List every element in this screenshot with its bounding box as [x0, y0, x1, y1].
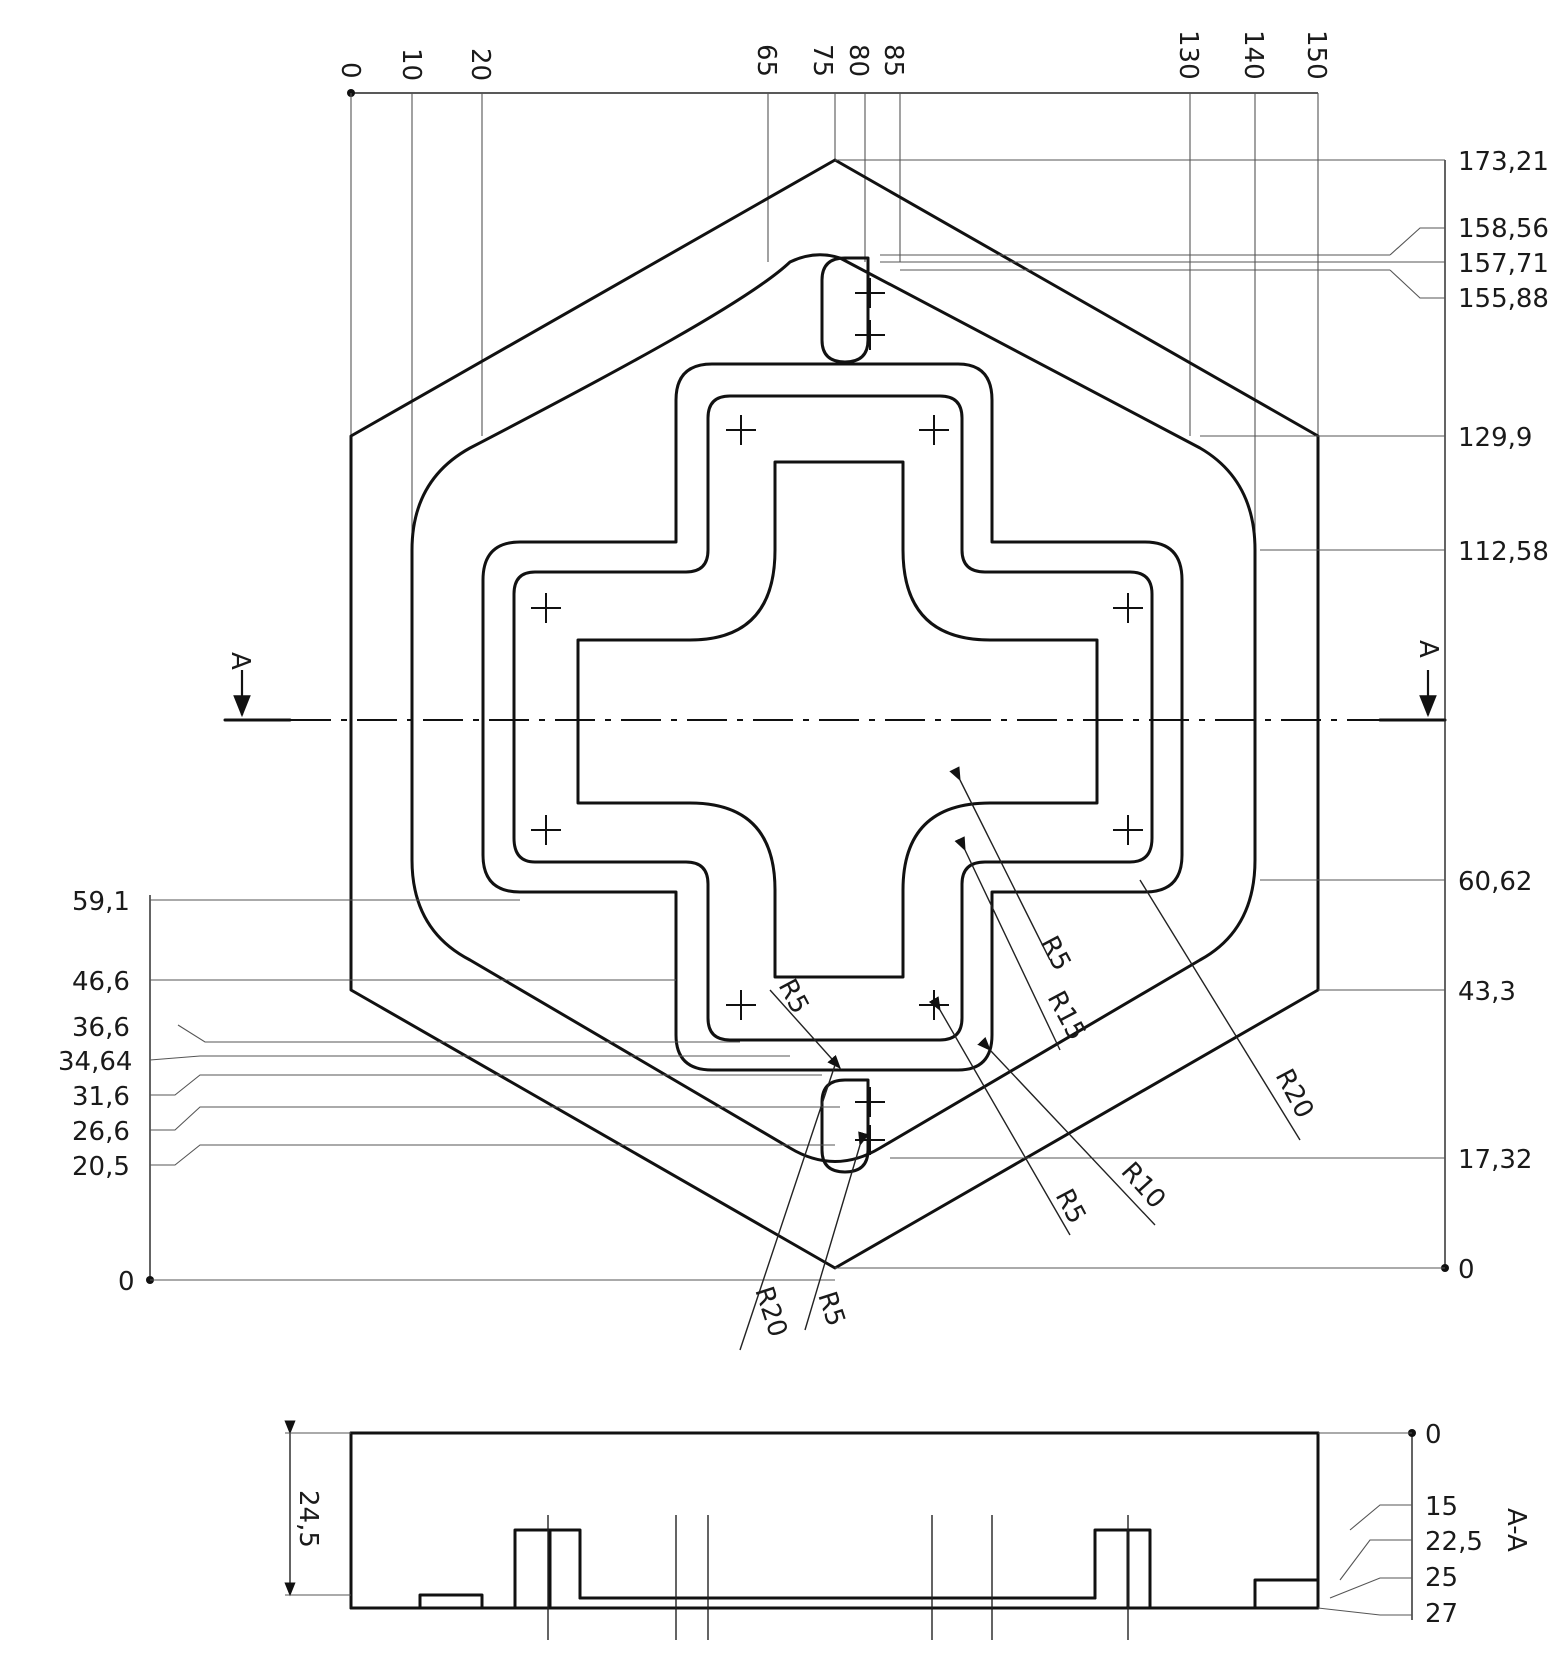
- section-marker-left: A: [223, 652, 292, 722]
- top-dim-140: 140: [1238, 30, 1268, 80]
- right-dim-112-58: 112,58: [1458, 537, 1549, 567]
- top-slot: [820, 256, 870, 364]
- radius-label-r5-b: R5: [1049, 1184, 1092, 1229]
- bottom-slot: [820, 1078, 870, 1174]
- center-marks: [531, 278, 1143, 1155]
- top-dim-130: 130: [1173, 30, 1203, 80]
- depth-labels: 0 15 22,5 25 27: [1425, 1420, 1483, 1629]
- radius-label-r5-c: R5: [772, 974, 815, 1019]
- section-marker-left-label: A: [225, 652, 255, 670]
- top-dim-80: 80: [843, 44, 873, 77]
- top-dim-85: 85: [878, 44, 908, 77]
- radius-label-r20-b: R20: [748, 1283, 792, 1341]
- left-dim-59-1: 59,1: [72, 887, 130, 917]
- section-marker-right: A: [1378, 640, 1447, 722]
- left-dimension-labels: 59,1 46,6 36,6 34,64 31,6 26,6 20,5 0: [58, 887, 135, 1297]
- radius-label-r5-a: R5: [1034, 931, 1077, 976]
- left-dim-36-6: 36,6: [72, 1013, 130, 1043]
- outer-hexagon: [349, 158, 1320, 1270]
- right-dim-155-88: 155,88: [1458, 284, 1549, 314]
- left-extension-lines: [149, 899, 840, 1281]
- top-dim-20: 20: [465, 48, 495, 81]
- left-dim-26-6: 26,6: [72, 1117, 130, 1147]
- top-dim-10: 10: [396, 48, 426, 81]
- thickness-label: 24,5: [293, 1490, 323, 1548]
- right-dim-157-71: 157,71: [1458, 249, 1549, 279]
- section-marker-right-label: A: [1413, 640, 1443, 658]
- central-cross: [576, 460, 1099, 979]
- section-view-label: A-A: [1501, 1508, 1531, 1552]
- left-dim-0: 0: [118, 1267, 135, 1297]
- left-dim-31-6: 31,6: [72, 1082, 130, 1112]
- depth-label-25: 25: [1425, 1563, 1458, 1593]
- radius-label-r10: R10: [1115, 1157, 1172, 1215]
- depth-label-15: 15: [1425, 1492, 1458, 1522]
- top-view: 0 10 20 65 75 80 85 130 140 150: [58, 30, 1549, 1351]
- right-dim-173-21: 173,21: [1458, 147, 1549, 177]
- right-dim-158-56: 158,56: [1458, 214, 1549, 244]
- left-dim-34-64: 34,64: [58, 1047, 132, 1077]
- right-dim-60-62: 60,62: [1458, 867, 1532, 897]
- cross-shoulder-inner: [512, 394, 1154, 1042]
- top-dimension-labels: 0 10 20 65 75 80 85 130 140 150: [335, 30, 1331, 81]
- radius-label-r15: R15: [1041, 986, 1092, 1045]
- right-extension-lines: [835, 159, 1445, 1269]
- top-extension-lines: [350, 93, 1319, 620]
- cross-shoulder-outer: [481, 362, 1184, 1072]
- top-dim-0: 0: [335, 62, 365, 79]
- section-body: [349, 1431, 1320, 1610]
- radius-label-r20-a: R20: [1269, 1064, 1320, 1123]
- right-dim-17-32: 17,32: [1458, 1145, 1532, 1175]
- right-dim-0: 0: [1458, 1255, 1475, 1285]
- section-view: 24,5 0 15 22,5 25 27 A-A: [284, 1420, 1531, 1640]
- top-dim-65: 65: [751, 44, 781, 77]
- depth-label-22-5: 22,5: [1425, 1527, 1483, 1557]
- left-dim-46-6: 46,6: [72, 967, 130, 997]
- section-centerlines: [547, 1515, 1129, 1640]
- top-dim-75: 75: [807, 44, 837, 77]
- right-dim-43-3: 43,3: [1458, 977, 1516, 1007]
- section-outline: [349, 1431, 1320, 1610]
- inner-hexagon-pocket: [410, 253, 1257, 1163]
- left-dim-20-5: 20,5: [72, 1152, 130, 1182]
- depth-label-0: 0: [1425, 1420, 1442, 1450]
- top-dim-150: 150: [1301, 30, 1331, 80]
- right-dimension-labels: 173,21 158,56 157,71 155,88 129,9 112,58…: [1458, 147, 1549, 1285]
- depth-label-27: 27: [1425, 1599, 1458, 1629]
- depth-extension-lines: [1317, 1432, 1412, 1616]
- right-dim-129-9: 129,9: [1458, 423, 1532, 453]
- radius-label-r5-d: R5: [811, 1288, 850, 1330]
